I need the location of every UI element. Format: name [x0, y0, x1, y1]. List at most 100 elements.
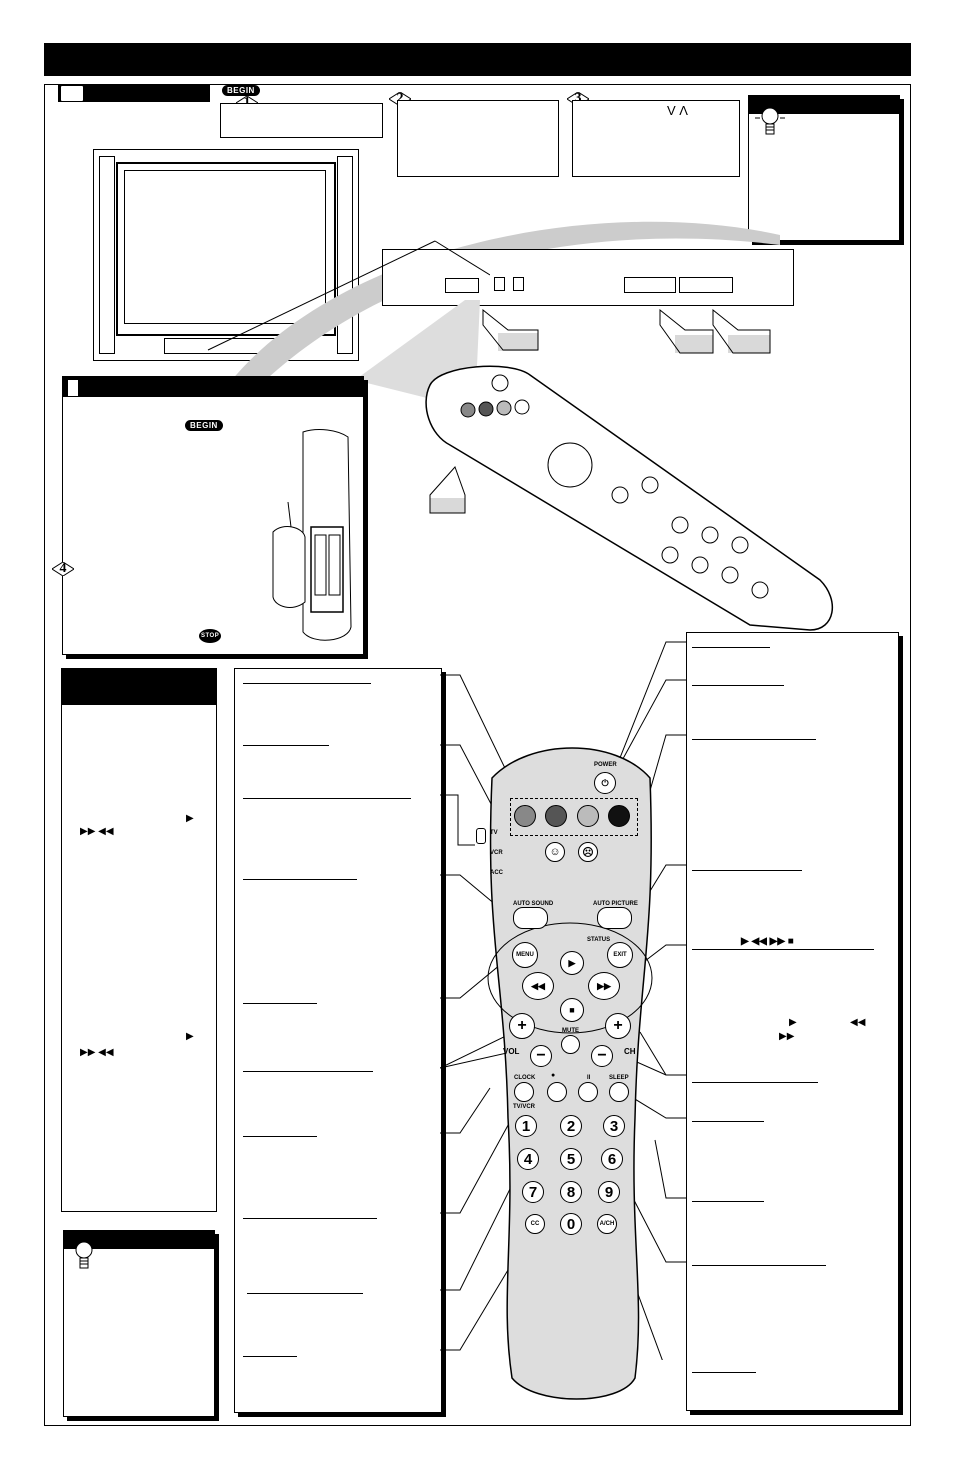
battery-remote-illustration — [272, 429, 352, 641]
play-button[interactable]: ▶ — [560, 951, 584, 975]
volume-up-button[interactable]: + — [509, 1013, 535, 1039]
ff-rw-symbols-2: ▶▶ ◀◀ — [80, 1047, 114, 1058]
mute-label: MUTE — [562, 1028, 579, 1034]
status-label: STATUS — [587, 937, 611, 943]
battery-box-header — [63, 377, 363, 397]
panel-button-a[interactable] — [494, 277, 505, 291]
auto-picture-button[interactable] — [597, 907, 632, 929]
mode-switch[interactable] — [476, 828, 486, 844]
left-info-box: ▶ ▶▶ ◀◀ ▶ ▶▶ ◀◀ — [61, 668, 217, 1212]
record-label: ● — [551, 1072, 556, 1079]
tv-vcr-label: TV/VCR — [513, 1104, 536, 1110]
fast-forward-button[interactable]: ▶▶ — [588, 972, 620, 1000]
transport-symbols-heading: ▶ ◀◀ ▶▶ ■ — [741, 936, 794, 947]
volume-buttons-panel[interactable] — [624, 277, 676, 293]
vol-label: VOL — [503, 1047, 520, 1056]
right-callout-column: ▶ ◀◀ ▶▶ ■ ▶ ◀◀ ▶▶ — [686, 632, 899, 1411]
callout-heading-rule — [243, 745, 329, 746]
play-symbol-right: ▶ — [789, 1017, 797, 1028]
callout-heading-rule — [243, 1356, 297, 1357]
step-4-marker: 4 — [52, 561, 74, 576]
hand-press-icon — [482, 308, 539, 351]
color-keys-group — [510, 798, 638, 836]
red-color-button[interactable] — [514, 805, 536, 827]
exit-button[interactable]: EXIT — [607, 942, 633, 968]
mute-button[interactable] — [561, 1035, 580, 1054]
digit-0-button[interactable]: 0 — [560, 1213, 582, 1235]
digit-7-button[interactable]: 7 — [522, 1181, 544, 1203]
alternate-channel-button[interactable]: A/CH — [597, 1214, 617, 1234]
auto-picture-label: AUTO PICTURE — [593, 901, 638, 907]
cc-button[interactable]: CC — [525, 1214, 545, 1234]
tv-screen — [124, 170, 326, 324]
smart-help-header — [749, 96, 899, 114]
channel-up-button[interactable]: + — [605, 1013, 631, 1039]
panel-button-b[interactable] — [513, 277, 524, 291]
callout-heading-rule — [692, 1082, 818, 1083]
frown-button[interactable]: ☹ — [578, 842, 598, 862]
green-color-button[interactable] — [545, 805, 567, 827]
tv-left-speaker — [99, 156, 115, 354]
sleep-button[interactable] — [609, 1082, 629, 1102]
volume-down-button[interactable]: − — [530, 1045, 552, 1067]
channel-down-button[interactable]: − — [591, 1045, 613, 1067]
sleep-label: SLEEP — [609, 1075, 629, 1081]
blue-color-button[interactable] — [608, 805, 630, 827]
auto-sound-button[interactable] — [513, 907, 548, 929]
smiley-button[interactable]: ☺ — [545, 842, 565, 862]
callout-heading-rule — [692, 685, 784, 686]
rewind-button[interactable]: ◀◀ — [522, 972, 554, 1000]
ch-label: CH — [624, 1047, 636, 1056]
callout-heading-rule — [243, 683, 371, 684]
callout-heading-rule — [692, 870, 802, 871]
smart-help-bottom-header — [64, 1231, 214, 1249]
stop-badge: STOP — [199, 629, 222, 643]
ff-rw-symbols-1: ▶▶ ◀◀ — [80, 826, 114, 837]
step-2-box — [397, 100, 559, 177]
digit-9-button[interactable]: 9 — [598, 1181, 620, 1203]
digit-2-button[interactable]: 2 — [560, 1115, 582, 1137]
callout-heading-rule — [243, 1071, 373, 1072]
page-frame — [44, 84, 911, 1426]
digit-4-button[interactable]: 4 — [517, 1148, 539, 1170]
callout-heading-rule — [692, 1121, 764, 1122]
digit-6-button[interactable]: 6 — [601, 1148, 623, 1170]
callout-heading-rule — [692, 949, 874, 950]
tv-icon — [60, 85, 84, 102]
record-button[interactable] — [547, 1082, 567, 1102]
callout-heading-rule — [243, 1003, 317, 1004]
digit-3-button[interactable]: 3 — [603, 1115, 625, 1137]
power-button-panel[interactable] — [445, 278, 479, 293]
callout-heading-rule — [243, 1136, 317, 1137]
callout-heading-rule — [243, 798, 411, 799]
power-label: POWER — [594, 762, 617, 768]
clock-button[interactable] — [514, 1082, 534, 1102]
digit-1-button[interactable]: 1 — [515, 1115, 537, 1137]
menu-button[interactable]: MENU — [512, 942, 538, 968]
digit-5-button[interactable]: 5 — [560, 1148, 582, 1170]
remote-icon — [67, 379, 79, 397]
left-info-header — [62, 669, 216, 705]
pointer-lines-panel — [207, 240, 490, 351]
channel-buttons-panel[interactable] — [679, 277, 733, 293]
section-tab — [58, 84, 210, 102]
front-panel-closeup — [382, 249, 794, 306]
battery-install-box: BEGIN STOP — [62, 376, 364, 655]
acc-mode-label: ACC — [490, 870, 503, 876]
callout-heading-rule — [243, 879, 357, 880]
hand-press-icon — [712, 308, 771, 354]
yellow-color-button[interactable] — [577, 805, 599, 827]
pause-button[interactable] — [578, 1082, 598, 1102]
auto-sound-label: AUTO SOUND — [513, 901, 554, 907]
digit-8-button[interactable]: 8 — [560, 1181, 582, 1203]
remote-body — [487, 747, 653, 1400]
begin-badge: BEGIN — [222, 85, 260, 96]
callout-heading-rule — [243, 1218, 377, 1219]
stop-button[interactable]: ■ — [560, 998, 584, 1022]
begin-badge: BEGIN — [185, 420, 223, 431]
tv-screen-bezel — [116, 162, 336, 336]
remote-angled-illustration — [425, 365, 834, 631]
tv-mode-label: TV — [490, 830, 498, 836]
play-symbol-2: ▶ — [186, 1031, 194, 1042]
power-button[interactable]: ⏻ — [594, 772, 616, 794]
